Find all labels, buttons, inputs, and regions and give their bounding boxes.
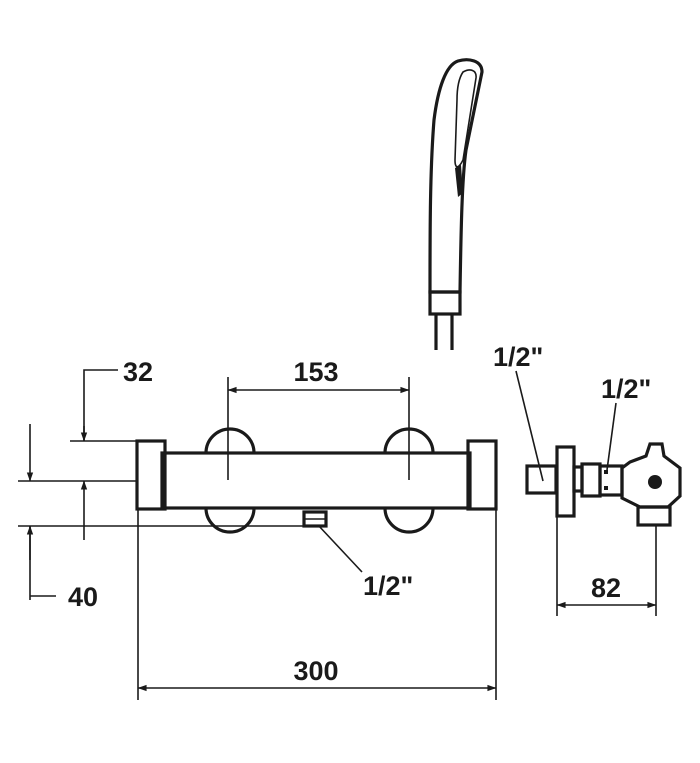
thread-side-wall-label: 1/2" — [493, 342, 543, 372]
dimension-82-label: 82 — [591, 573, 621, 603]
dimension-153: 153 — [227, 357, 410, 480]
dimension-40: 40 — [18, 424, 304, 612]
hand-shower — [428, 58, 484, 350]
dimension-40-label: 40 — [68, 582, 98, 612]
dimension-153-label: 153 — [293, 357, 338, 387]
thread-callout-side-wall: 1/2" — [493, 342, 544, 482]
mixer-front-view — [135, 427, 498, 534]
mixer-side-view — [525, 442, 682, 527]
thread-bottom-outlet-label: 1/2" — [363, 571, 413, 601]
thread-callout-side-outlet: 1/2" — [601, 374, 651, 471]
dimension-300: 300 — [137, 509, 497, 700]
dimension-300-label: 300 — [293, 656, 338, 686]
thread-callout-bottom-outlet: 1/2" — [317, 524, 413, 601]
dimension-32: 32 — [18, 357, 153, 540]
dimension-32-label: 32 — [123, 357, 153, 387]
dimension-82: 82 — [556, 516, 657, 616]
thread-side-outlet-label: 1/2" — [601, 374, 651, 404]
